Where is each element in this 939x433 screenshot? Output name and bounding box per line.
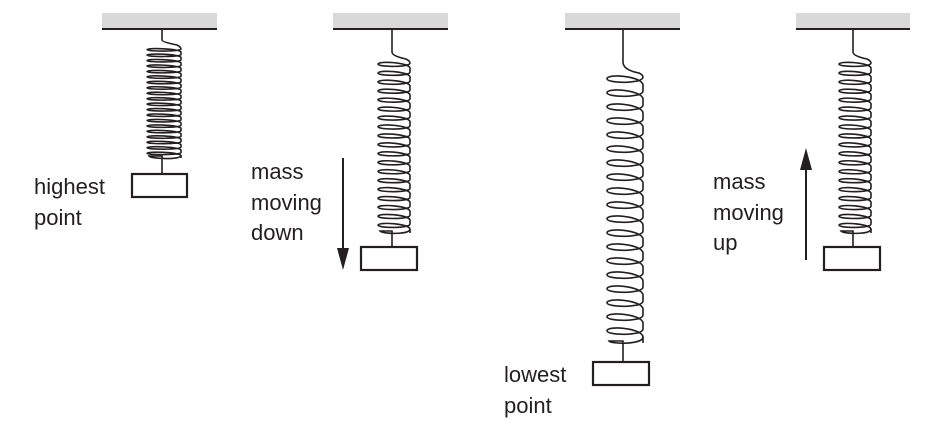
spring-rod <box>607 336 644 362</box>
spring-hook <box>852 29 872 64</box>
label-line: mass <box>251 159 304 184</box>
panel-highest-point <box>102 13 217 199</box>
spring-rod <box>147 154 182 174</box>
panel-mass-moving-down <box>333 13 448 272</box>
mass-box <box>359 245 419 272</box>
spring-rod <box>378 228 411 247</box>
label-lowest-point: lowest point <box>504 360 566 421</box>
panel-lowest-point <box>565 13 680 387</box>
panel-mass-moving-up <box>796 13 910 272</box>
mass-box <box>130 172 189 199</box>
spring-hook <box>622 29 644 78</box>
spring-coil <box>146 47 182 158</box>
ceiling <box>333 13 448 29</box>
label-line: point <box>504 392 552 418</box>
spring-coil <box>838 61 872 233</box>
label-line: moving <box>251 189 322 215</box>
label-mass-moving-up: mass moving up <box>713 167 784 259</box>
label-line: highest <box>34 174 105 199</box>
ceiling <box>102 13 217 29</box>
label-line: up <box>713 230 738 255</box>
label-line: down <box>251 220 304 245</box>
spring-rod <box>839 228 872 247</box>
label-line: moving <box>713 199 784 225</box>
spring-hook <box>391 29 411 64</box>
label-line: lowest <box>504 362 567 387</box>
arrow-down-icon <box>337 248 349 270</box>
spring-hook <box>161 29 182 50</box>
label-line: point <box>34 204 82 230</box>
label-highest-point: highest point <box>34 172 105 233</box>
arrow-up-icon <box>800 148 812 170</box>
ceiling <box>565 13 680 29</box>
ceiling <box>796 13 910 29</box>
mass-box <box>591 360 651 387</box>
label-mass-moving-down: mass moving down <box>251 157 322 249</box>
spring-coil <box>377 61 411 233</box>
spring-coil <box>606 75 644 343</box>
label-line: mass <box>713 169 766 194</box>
mass-box <box>822 245 882 272</box>
